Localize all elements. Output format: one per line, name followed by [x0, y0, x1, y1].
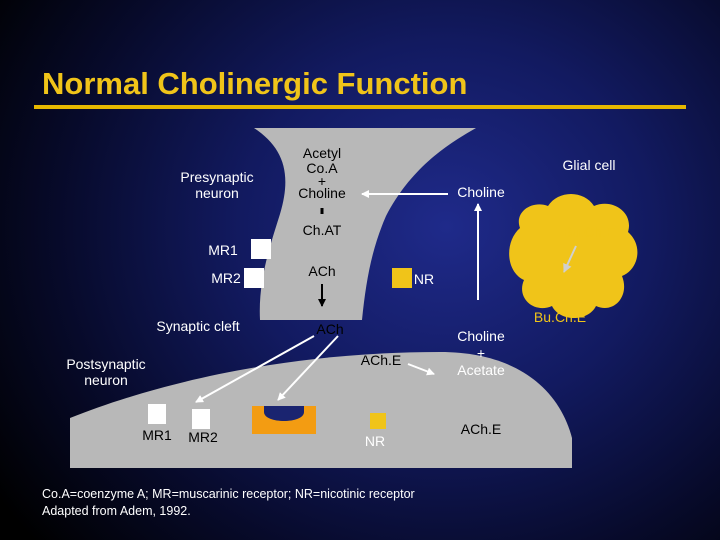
- arrow-ach-hydrolysis: [407, 363, 435, 376]
- choline-line: Choline: [298, 185, 346, 201]
- title-underline: [34, 105, 686, 109]
- ache-postsynaptic-label: ACh.E: [460, 421, 502, 437]
- choline-acetate-line-2: +: [476, 345, 486, 361]
- chat-enzyme-label: Ch.AT: [302, 222, 342, 238]
- synaptic-cleft-label: Synaptic cleft: [156, 318, 240, 334]
- mr2-receptor-presynaptic: [244, 268, 264, 288]
- presynaptic-line-2: neuron: [195, 185, 239, 201]
- plus-line: +: [317, 173, 327, 189]
- buche-label-right: Bu.Ch.E: [533, 309, 587, 325]
- glial-cell-label: Glial cell: [562, 157, 616, 173]
- choline-label: Choline: [457, 184, 505, 200]
- footnote: Co.A=coenzyme A; MR=muscarinic receptor;…: [42, 486, 415, 520]
- choline-acetate-line-3: Acetate: [457, 362, 505, 378]
- glial-cell-shape: [509, 194, 638, 318]
- ach-inside-label: ACh: [308, 263, 336, 279]
- footnote-abbreviations: Co.A=coenzyme A; MR=muscarinic receptor;…: [42, 487, 415, 501]
- postsynaptic-neuron-label: Postsynaptic neuron: [66, 356, 145, 388]
- nr-presynaptic-label: NR: [413, 271, 435, 287]
- mr2-receptor-postsynaptic: [192, 409, 210, 429]
- mr2-postsynaptic-label: MR2: [188, 429, 218, 445]
- arrow-ach-to-mr2: [195, 335, 315, 403]
- mr1-receptor-postsynaptic: [148, 404, 166, 424]
- nr-postsynaptic-label: NR: [364, 433, 386, 449]
- ache-cleft-label: ACh.E: [360, 352, 402, 368]
- presynaptic-neuron-label: Presynaptic neuron: [180, 169, 253, 201]
- ach-released-label: ACh: [316, 321, 344, 337]
- arrow-ach-to-cup: [277, 335, 339, 401]
- postsynaptic-neuron-shape: [70, 352, 572, 468]
- postsynaptic-line-1: Postsynaptic: [66, 356, 146, 372]
- presynaptic-neuron-shape: [254, 128, 476, 320]
- presynaptic-line-1: Presynaptic: [180, 169, 254, 185]
- footnote-source: Adapted from Adem, 1992.: [42, 504, 191, 518]
- choline-acetate-line-1: Choline: [457, 328, 505, 344]
- mr1-receptor-presynaptic: [251, 239, 271, 259]
- mr1-presynaptic-label: MR1: [208, 242, 238, 258]
- acetyl-line: Acetyl: [302, 145, 342, 161]
- slide-title: Normal Cholinergic Function: [42, 66, 468, 101]
- acetyl-coa-choline-label: Acetyl Co.A + Choline: [298, 146, 345, 201]
- choline-acetate-label: Choline + Acetate: [457, 328, 504, 379]
- nr-receptor-presynaptic: [392, 268, 412, 288]
- postsynaptic-line-2: neuron: [84, 372, 128, 388]
- mr1-postsynaptic-label: MR1: [142, 427, 172, 443]
- mr2-presynaptic-label: MR2: [211, 270, 241, 286]
- arrow-glial-buche: [563, 245, 577, 273]
- buche-label-top: Bu.Ch.E: [562, 224, 616, 240]
- nr-receptor-postsynaptic: [370, 413, 386, 429]
- ache-cup-pocket: [264, 406, 304, 421]
- coa-line: Co.A: [306, 160, 338, 176]
